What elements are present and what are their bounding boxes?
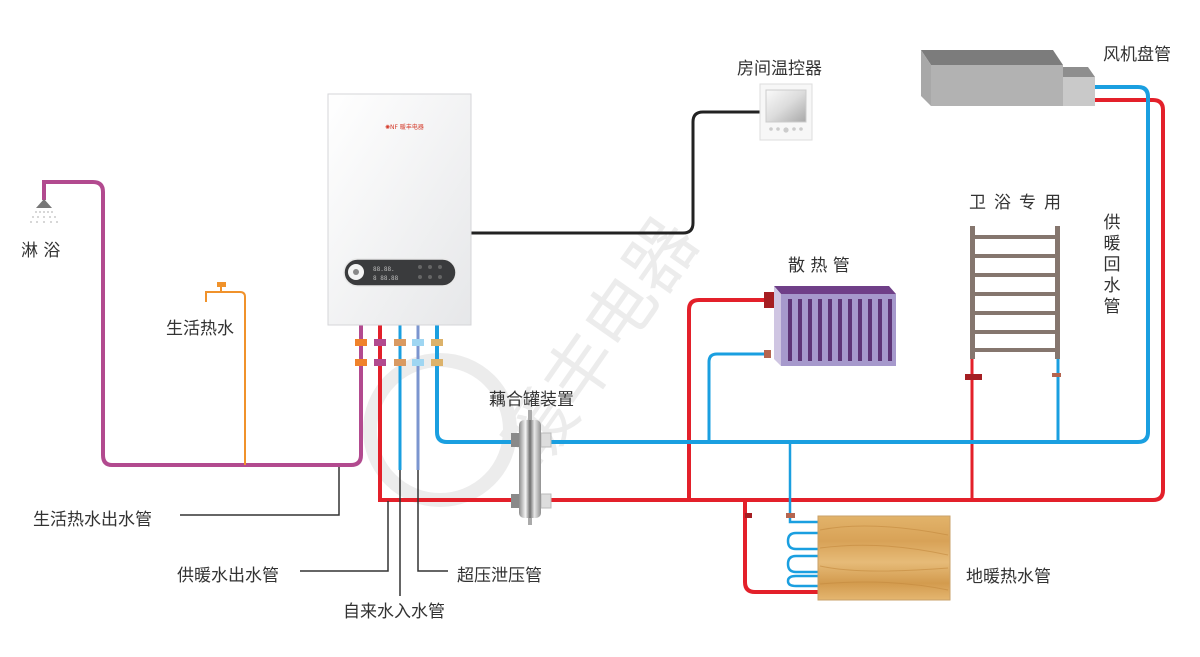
floor-supply-pipe [743, 500, 818, 594]
boiler-fittings [355, 339, 443, 366]
floor-heating-label: 地暖热水管 [966, 567, 1051, 587]
heating-outlet-label: 供暖水出水管 [177, 566, 279, 586]
shower-label: 淋 浴 [21, 241, 61, 261]
heating-return-label: 供暖回水管 [1103, 213, 1121, 317]
radiator-supply-pipe [687, 298, 768, 500]
radiator-fins [788, 299, 892, 361]
coupling-tank-label: 藕合罐装置 [489, 390, 574, 410]
leader-lines [180, 467, 448, 596]
thermostat-wire [471, 110, 760, 235]
heating-return-pipe [435, 85, 1150, 444]
pressure-relief-label: 超压泄压管 [457, 566, 542, 586]
floor-heating-coil [786, 442, 818, 588]
domestic-hot-pipe [42, 180, 363, 467]
coupling-tank [511, 410, 552, 525]
tap-fitting [217, 282, 226, 287]
dhw-branch-pipe [205, 286, 246, 465]
radiator-return-pipe [707, 352, 768, 442]
svg-text:8 88.88: 8 88.88 [373, 275, 399, 282]
fan-coil-label: 风机盘管 [1103, 45, 1171, 65]
floor-heating-panel [745, 513, 951, 601]
electric-boiler: ✺NF 暖丰电器 88.88. 8 88.88 [327, 93, 472, 326]
heating-supply-pipe [378, 98, 1165, 502]
domestic-hot-water-label: 生活热水 [166, 319, 234, 339]
boiler-logo: ✺NF 暖丰电器 [385, 123, 424, 131]
shower-head-icon [30, 199, 58, 223]
fan-coil-unit [921, 50, 1095, 106]
radiator-unit [764, 286, 896, 366]
towel-rack-label: 卫浴专用 [969, 193, 1069, 213]
dhw-outlet-label: 生活热水出水管 [33, 510, 152, 530]
svg-text:88.88.: 88.88. [373, 266, 395, 273]
room-thermostat-icon [759, 83, 813, 141]
room-thermostat-label: 房间温控器 [737, 59, 822, 79]
towel-rack-unit [965, 226, 1061, 380]
radiator-label: 散 热 管 [788, 256, 850, 276]
tap-water-inlet-label: 自来水入水管 [343, 602, 445, 622]
